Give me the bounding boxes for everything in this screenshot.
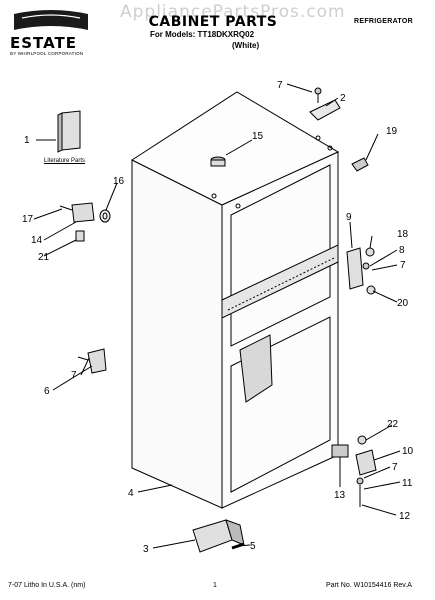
color-line: (White) [232, 41, 260, 50]
callout-1: 1 [24, 135, 30, 146]
page-title: CABINET PARTS [148, 14, 278, 30]
cabinet-outline [130, 91, 340, 509]
callout-20: 20 [397, 298, 409, 309]
footer-page-number: 1 [213, 582, 217, 589]
callout-5: 5 [250, 541, 256, 552]
brand-logo-text: ESTATE [10, 34, 78, 52]
callout-8: 8 [399, 245, 405, 256]
footer-litho: 7-07 Litho In U.S.A. (nm) [8, 582, 86, 589]
category-label: REFRIGERATOR [354, 18, 413, 25]
callout-7-left: 7 [71, 370, 77, 381]
callout-2: 2 [340, 93, 346, 104]
literature-label: Literature Parts [44, 158, 86, 164]
callout-7-bottom: 7 [392, 462, 398, 473]
hinge-assembly-center [346, 247, 376, 295]
callout-19: 19 [386, 126, 398, 137]
callout-4: 4 [128, 488, 134, 499]
callout-3: 3 [143, 544, 149, 555]
model-line: For Models: TT18DKXRQ02 [150, 30, 255, 39]
brand-subtitle: BY WHIRLPOOL CORPORATION [10, 51, 84, 56]
callout-15: 15 [252, 131, 264, 142]
callout-18: 18 [397, 229, 409, 240]
callout-16: 16 [113, 176, 125, 187]
callout-14: 14 [31, 235, 43, 246]
callout-11: 11 [402, 478, 413, 489]
brand-logo-mark [14, 10, 88, 30]
callout-17: 17 [22, 214, 34, 225]
hinge-assembly-left [59, 202, 111, 242]
callout-7-center: 7 [400, 260, 406, 271]
callout-13: 13 [334, 490, 346, 501]
callout-6: 6 [44, 386, 50, 397]
footer-part-number: Part No. W10154416 Rev.A [326, 582, 412, 589]
callout-22: 22 [387, 419, 399, 430]
callout-7-top: 7 [277, 80, 283, 91]
literature-pack [57, 110, 81, 153]
callout-21: 21 [38, 252, 50, 263]
callout-10: 10 [402, 446, 414, 457]
callout-12: 12 [399, 511, 411, 522]
callout-9: 9 [346, 212, 352, 223]
watermark: AppliancePartsPros.com [120, 2, 346, 22]
